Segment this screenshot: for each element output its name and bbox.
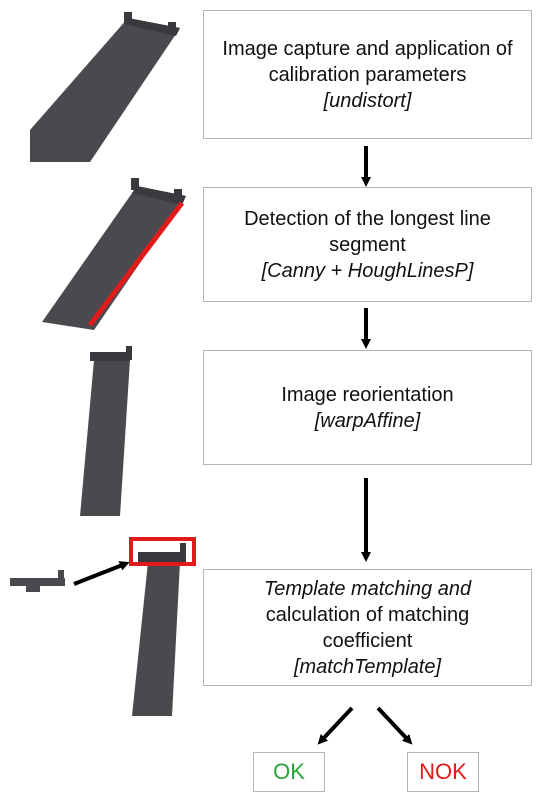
- step-1-line-2: calibration parameters: [268, 63, 467, 86]
- step-box-capture: Image capture and application of calibra…: [203, 10, 532, 139]
- step-2-code: [Canny + HoughLinesP]: [261, 259, 474, 282]
- step-2-line-1: Detection of the longest line: [244, 207, 491, 230]
- step-4-code: [matchTemplate]: [293, 655, 442, 678]
- part-image-matched: [132, 543, 186, 716]
- result-ok-label: OK: [273, 759, 305, 784]
- step-4-line-3: coefficient: [322, 629, 413, 652]
- step-3-line-1: Image reorientation: [281, 383, 454, 406]
- flow-arrow-nok: [376, 706, 413, 745]
- detected-line-segment: [88, 201, 184, 327]
- part-image-reoriented: [80, 346, 132, 516]
- template-image: [10, 570, 65, 592]
- step-4-line-2: calculation of matching: [265, 603, 470, 626]
- template-arrow: [73, 561, 130, 586]
- step-box-reorientation: Image reorientation [warpAffine]: [203, 350, 532, 465]
- step-box-template-matching: Template matching and calculation of mat…: [203, 569, 532, 686]
- result-ok-box: OK: [253, 752, 325, 792]
- step-3-code: [warpAffine]: [314, 409, 421, 432]
- step-1-line-1: Image capture and application of: [222, 37, 513, 60]
- part-image-captured: [30, 12, 180, 162]
- step-box-line-detection: Detection of the longest line segment [C…: [203, 187, 532, 302]
- result-nok-label: NOK: [419, 759, 467, 784]
- part-image-line-detection: [42, 178, 186, 330]
- step-4-line-1: Template matching and: [263, 577, 472, 600]
- result-nok-box: NOK: [407, 752, 479, 792]
- step-1-code: [undistort]: [323, 89, 412, 112]
- step-2-line-2: segment: [329, 233, 406, 256]
- flow-arrow-ok: [317, 706, 354, 745]
- match-highlight-box: [129, 537, 196, 566]
